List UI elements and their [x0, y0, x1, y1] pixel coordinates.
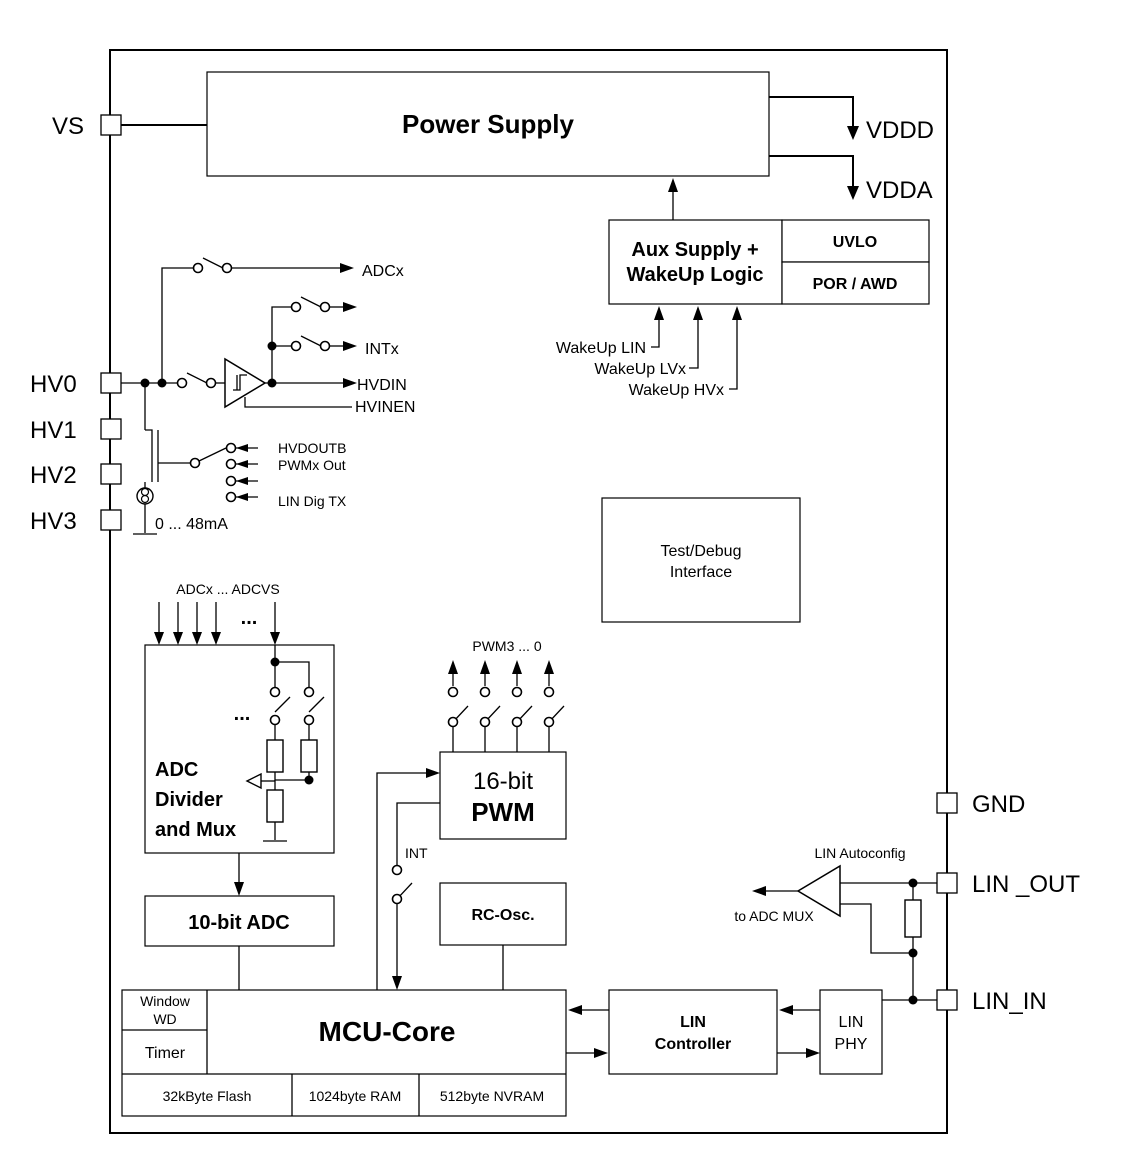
adc-inputs-label: ADCx ... ADCVS	[176, 581, 279, 597]
timer-label: Timer	[145, 1045, 186, 1062]
wakeup-hvx-label: WakeUp HVx	[629, 382, 724, 399]
mcu-core-block	[121, 989, 567, 1117]
adc-inputs-ellipsis: ...	[241, 607, 258, 629]
pin-lin-in: LIN_IN	[936, 988, 1047, 1015]
vdda-label: VDDA	[866, 177, 933, 204]
to-adc-mux-label: to ADC MUX	[734, 908, 814, 924]
aux-supply-label-2: WakeUp Logic	[626, 264, 763, 286]
hvdoutb-label: HVDOUTB	[278, 440, 346, 456]
lin-phy-label-2: PHY	[835, 1036, 868, 1053]
adc-mux-label-1: ADC	[155, 759, 198, 781]
uvlo-label: UVLO	[833, 234, 877, 251]
wakeup-lvx-label: WakeUp LVx	[594, 361, 686, 378]
test-debug-label-1: Test/Debug	[661, 543, 742, 560]
aux-supply-block	[608, 219, 783, 305]
adc-mux-label-2: Divider	[155, 789, 223, 811]
rc-osc-block	[439, 882, 567, 946]
pwm-block	[439, 751, 567, 840]
pin-hv3: HV3	[30, 508, 122, 535]
pin-lin-in-label: LIN_IN	[972, 988, 1047, 1015]
adc-mux-label-3: and Mux	[155, 819, 236, 841]
pin-gnd: GND	[936, 791, 1025, 818]
pwm-outputs-label: PWM3 ... 0	[472, 638, 541, 654]
window-wd-label-1: Window	[140, 993, 191, 1009]
hvdin-label: HVDIN	[357, 377, 407, 394]
por-awd-block	[781, 261, 930, 305]
vddd-label: VDDD	[866, 117, 934, 144]
window-wd-label-2: WD	[153, 1011, 176, 1027]
schmitt-trigger-buffer	[224, 357, 267, 409]
lin-dig-tx-label: LIN Dig TX	[278, 493, 347, 509]
lin-phy-block	[819, 989, 883, 1075]
flash-label: 32kByte Flash	[163, 1088, 252, 1104]
pin-hv0: HV0	[30, 371, 122, 398]
pin-hv0-label: HV0	[30, 371, 77, 398]
por-awd-label: POR / AWD	[813, 276, 898, 293]
mcu-core-label: MCU-Core	[319, 1016, 456, 1047]
pwm-label-2: PWM	[471, 797, 535, 827]
aux-supply-label-1: Aux Supply +	[631, 239, 758, 261]
pin-hv3-label: HV3	[30, 508, 77, 535]
pin-hv2-label: HV2	[30, 462, 77, 489]
pin-lin-out: LIN _OUT	[936, 871, 1080, 898]
lin-controller-label-1: LIN	[680, 1014, 706, 1031]
ram-label: 1024byte RAM	[309, 1088, 402, 1104]
lin-controller-block	[608, 989, 778, 1075]
pwm-label-1: 16-bit	[473, 768, 533, 795]
pin-gnd-label: GND	[972, 791, 1025, 818]
wakeup-lin-label: WakeUp LIN	[556, 340, 646, 357]
pin-hv1-label: HV1	[30, 417, 77, 444]
pwmx-out-label: PWMx Out	[278, 457, 346, 473]
intx-label: INTx	[365, 341, 399, 358]
test-debug-label-2: Interface	[670, 564, 732, 581]
chip-outline	[109, 49, 948, 1134]
lin-phy-label-1: LIN	[839, 1014, 864, 1031]
adc-mux-ellipsis: ...	[234, 703, 251, 725]
pwm-output-switches	[447, 660, 565, 752]
adc10-label: 10-bit ADC	[188, 912, 289, 934]
rc-osc-label: RC-Osc.	[471, 907, 534, 924]
pin-vs: VS	[52, 113, 122, 140]
power-supply-block	[206, 71, 770, 177]
uvlo-block	[781, 219, 930, 263]
pin-vs-label: VS	[52, 113, 84, 140]
power-supply-label: Power Supply	[402, 109, 574, 139]
lin-autoconfig-amplifier	[796, 864, 841, 918]
hvinen-label: HVINEN	[355, 399, 415, 416]
lin-autoconfig-label: LIN Autoconfig	[814, 845, 905, 861]
test-debug-block	[601, 497, 801, 623]
pin-lin-out-label: LIN _OUT	[972, 871, 1080, 898]
nvram-label: 512byte NVRAM	[440, 1088, 544, 1104]
pin-hv1: HV1	[30, 417, 122, 444]
int-label: INT	[405, 845, 428, 861]
pin-hv2: HV2	[30, 462, 122, 489]
adc10-block	[144, 895, 335, 947]
current-range-label: 0 ... 48mA	[155, 516, 228, 533]
lin-controller-label-2: Controller	[655, 1036, 731, 1053]
adcx-label: ADCx	[362, 263, 404, 280]
